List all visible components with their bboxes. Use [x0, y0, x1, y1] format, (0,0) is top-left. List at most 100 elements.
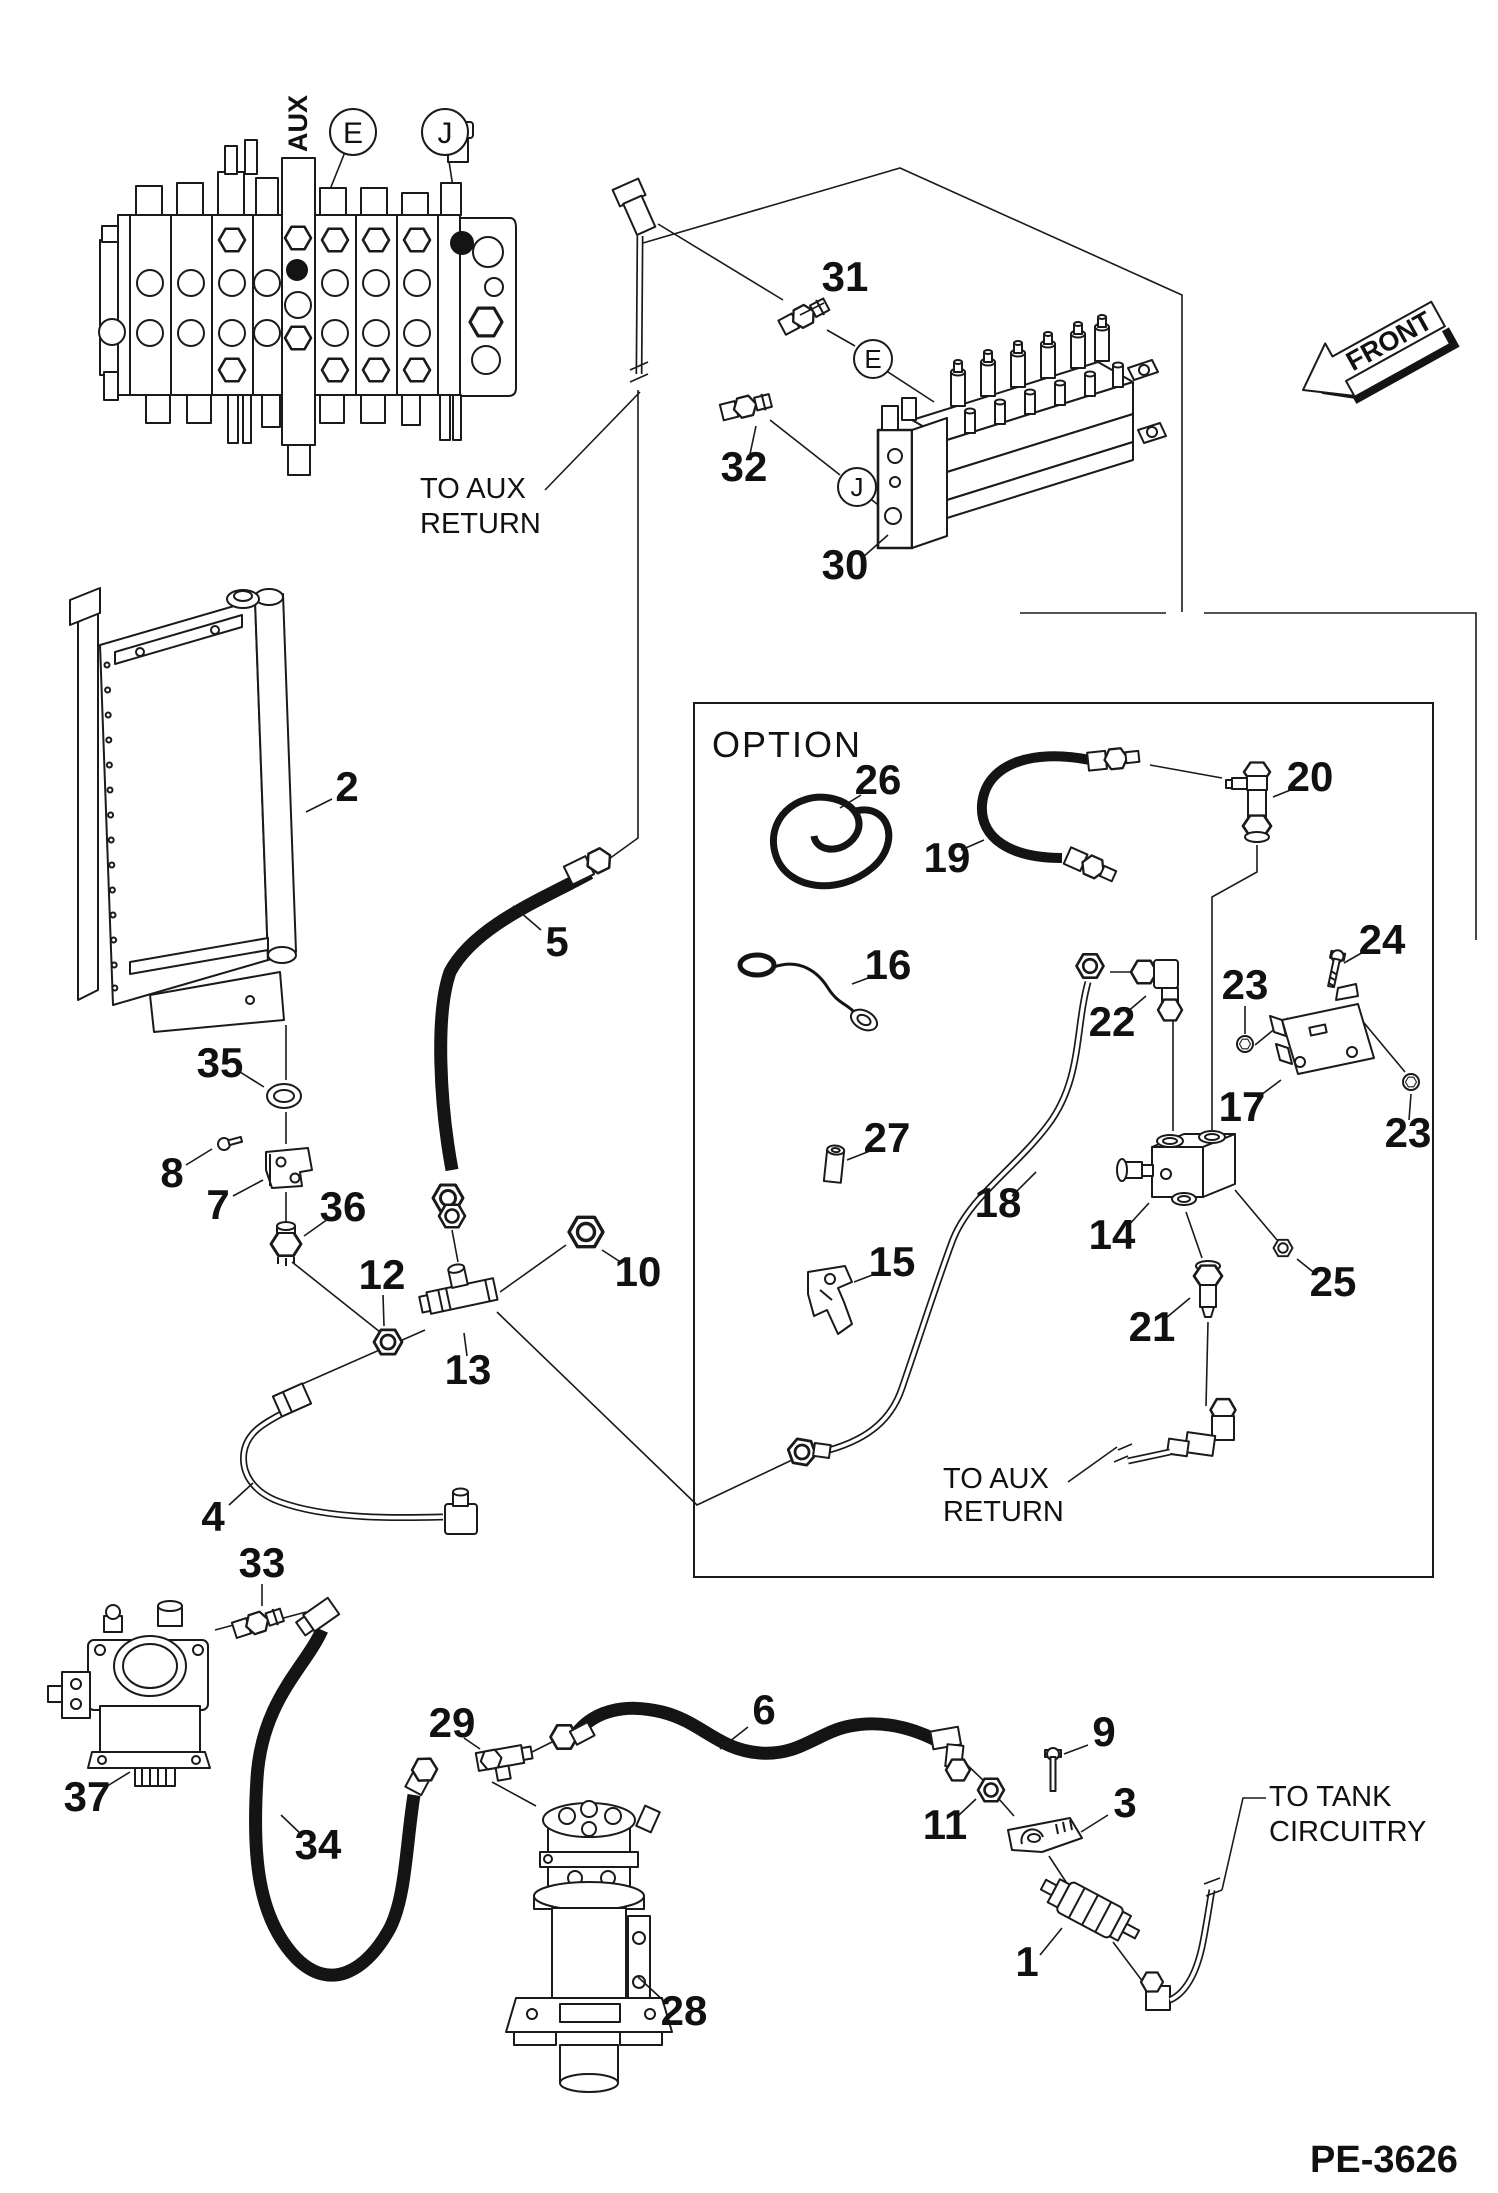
callout-12: 12	[359, 1251, 406, 1298]
callout-9: 9	[1092, 1708, 1115, 1755]
cap-16	[737, 952, 879, 1032]
part-code: PE-3626	[1310, 2139, 1458, 2181]
fitting-36	[269, 1221, 303, 1266]
callout-5: 5	[545, 918, 568, 965]
filter-1	[1039, 1878, 1141, 1942]
svg-text:J: J	[438, 117, 453, 150]
fitting-31	[777, 295, 830, 336]
svg-text:E: E	[343, 117, 363, 150]
bracket-7	[265, 1147, 313, 1189]
option-box: OPTION	[693, 702, 1434, 1578]
nut-11	[978, 1779, 1004, 1802]
callout-23-right: 23	[1385, 1109, 1432, 1156]
oil-cooler-2	[69, 587, 297, 1033]
annotation-texts: TO AUX RETURN TO AUX RETURN TO TANK CIRC…	[420, 473, 1458, 2181]
callout-30: 30	[822, 541, 869, 588]
fitting-33	[231, 1605, 285, 1639]
option-box-label: OPTION	[712, 724, 862, 765]
callout-21: 21	[1129, 1303, 1176, 1350]
callout-4: 4	[201, 1493, 225, 1540]
to-aux-return-mid-l2: RETURN	[943, 1496, 1064, 1528]
to-aux-return-mid-l1: TO AUX	[943, 1463, 1049, 1495]
callout-16: 16	[865, 941, 912, 988]
bracket-17	[1269, 983, 1375, 1075]
callout-7: 7	[206, 1181, 229, 1228]
svg-text:J: J	[851, 472, 864, 502]
callout-11: 11	[923, 1801, 967, 1848]
callout-15: 15	[869, 1238, 916, 1285]
screw-23-left	[1236, 1035, 1254, 1053]
return-elbow-mid	[1113, 1397, 1237, 1465]
tube-18	[786, 981, 1092, 1466]
clip-15	[807, 1265, 853, 1335]
screw-23-right	[1402, 1073, 1420, 1091]
tee-29	[474, 1744, 534, 1782]
fitting-32	[719, 391, 772, 422]
callout-22: 22	[1089, 998, 1136, 1045]
bolt-9	[1044, 1747, 1062, 1792]
clamp-3	[1007, 1817, 1083, 1853]
hose-34	[249, 1596, 442, 1982]
circle-e-top: E	[329, 108, 377, 156]
callout-6: 6	[752, 1686, 775, 1733]
callout-26: 26	[855, 756, 902, 803]
callouts: 1 2 3 4 5 6 7 8 9 10 11 12 13 14 15 16 1…	[64, 253, 1432, 2034]
to-tank-l2: CIRCUITRY	[1269, 1816, 1426, 1848]
screw-8	[217, 1135, 244, 1151]
port-dot-e	[286, 259, 308, 281]
callout-2: 2	[335, 763, 358, 810]
callout-20: 20	[1287, 753, 1334, 800]
svg-text:E: E	[864, 344, 881, 374]
callout-8: 8	[160, 1149, 183, 1196]
callout-28: 28	[661, 1987, 708, 2034]
circle-j-mid: J	[837, 467, 877, 507]
construction-lines	[214, 151, 1477, 1987]
callout-14: 14	[1089, 1211, 1136, 1258]
tank-hose	[1139, 1877, 1223, 2011]
nut-25	[1274, 1240, 1293, 1256]
callout-17: 17	[1219, 1083, 1266, 1130]
callout-29: 29	[429, 1699, 476, 1746]
coil-hose-26	[770, 793, 893, 890]
aux-label: AUX	[283, 95, 313, 152]
tube-4	[240, 1382, 478, 1535]
bolt-24	[1327, 949, 1347, 989]
swivel-28	[505, 1800, 673, 2093]
to-aux-return-top-l1: TO AUX	[420, 473, 526, 505]
sleeve-27	[822, 1144, 846, 1184]
callout-25: 25	[1310, 1258, 1357, 1305]
callout-27: 27	[864, 1114, 911, 1161]
pump-37	[47, 1600, 211, 1787]
callout-24: 24	[1359, 916, 1406, 963]
manifold-14	[1116, 1130, 1236, 1206]
elbow-22	[1077, 954, 1184, 1022]
fitting-21	[1192, 1260, 1224, 1318]
return-hose-top	[611, 177, 657, 383]
callout-37: 37	[64, 1773, 111, 1820]
callout-34: 34	[295, 1821, 342, 1868]
callout-19: 19	[924, 834, 971, 881]
circle-j-top: J	[421, 108, 469, 156]
callout-35: 35	[197, 1039, 244, 1086]
to-tank-l1: TO TANK	[1269, 1781, 1392, 1813]
nut-12	[374, 1330, 402, 1354]
valve-block-30	[876, 314, 1167, 550]
callout-18: 18	[975, 1179, 1022, 1226]
to-aux-return-top-l2: RETURN	[420, 508, 541, 540]
valve-schematic: AUX E J	[98, 95, 517, 476]
circle-e-mid: E	[853, 339, 893, 379]
callout-13: 13	[445, 1346, 492, 1393]
seal-35	[266, 1083, 302, 1109]
callout-33: 33	[239, 1539, 286, 1586]
callout-10: 10	[615, 1248, 662, 1295]
port-dot-j	[450, 231, 474, 255]
front-arrow: FRONT	[1302, 300, 1460, 404]
callout-32: 32	[721, 443, 768, 490]
tee-13	[418, 1263, 499, 1315]
callout-23-left: 23	[1222, 961, 1269, 1008]
hose-5	[433, 844, 617, 1228]
hose-6	[549, 1701, 972, 1782]
fitting-20	[1225, 761, 1273, 843]
